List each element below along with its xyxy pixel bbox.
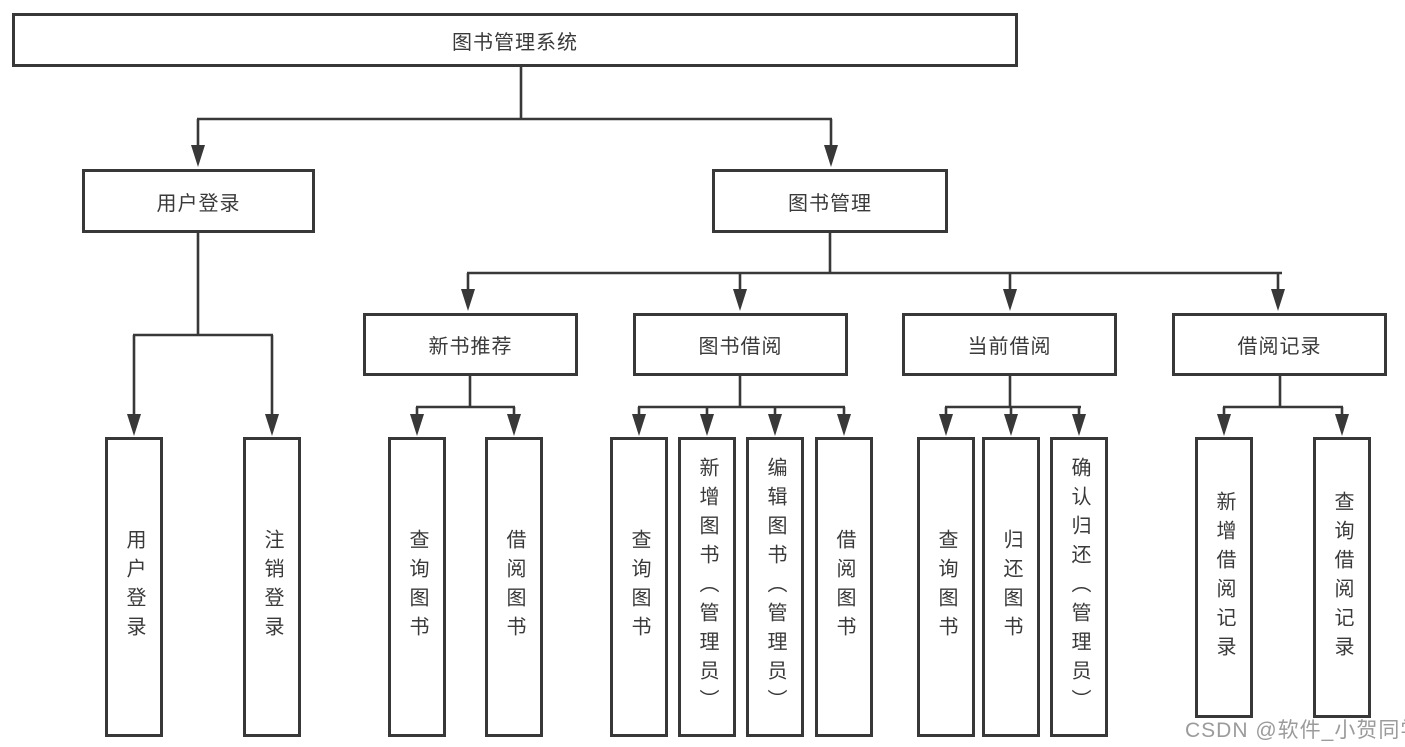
leaf-query-borrow-record-label: 查询借阅记录 — [1331, 490, 1353, 665]
leaf-borrow-books-recommend-label: 借阅图书 — [503, 529, 525, 645]
node-current-borrow: 当前借阅 — [902, 313, 1117, 376]
leaf-query-books-current-label: 查询图书 — [935, 529, 957, 645]
csdn-watermark: CSDN @软件_小贺同学 — [1185, 719, 1405, 742]
node-book-management-label: 图书管理 — [788, 192, 872, 215]
node-book-borrow-label: 图书借阅 — [698, 336, 783, 358]
leaf-borrow-books-recommend: 借阅图书 — [485, 437, 543, 737]
leaf-return-books-label: 归还图书 — [1000, 529, 1022, 645]
leaf-add-borrow-record: 新增借阅记录 — [1195, 437, 1253, 718]
node-borrow-records: 借阅记录 — [1172, 313, 1387, 376]
leaf-edit-books-admin-label: 编辑图书（管理员） — [764, 456, 786, 718]
leaf-query-borrow-record: 查询借阅记录 — [1313, 437, 1371, 718]
leaf-confirm-return-admin-label: 确认归还（管理员） — [1068, 456, 1090, 718]
leaf-add-borrow-record-label: 新增借阅记录 — [1213, 490, 1235, 665]
node-current-borrow-label: 当前借阅 — [967, 336, 1052, 358]
node-user-login: 用户登录 — [82, 169, 315, 233]
node-library-system: 图书管理系统 — [12, 13, 1018, 67]
leaf-logout: 注销登录 — [243, 437, 301, 737]
leaf-user-login: 用户登录 — [105, 437, 163, 737]
node-book-management: 图书管理 — [712, 169, 948, 233]
leaf-borrow-books: 借阅图书 — [815, 437, 873, 737]
node-library-system-label: 图书管理系统 — [452, 31, 578, 54]
node-book-borrow: 图书借阅 — [633, 313, 848, 376]
node-new-book-recommend-label: 新书推荐 — [428, 336, 513, 358]
node-borrow-records-label: 借阅记录 — [1237, 336, 1322, 358]
leaf-query-books-borrow: 查询图书 — [610, 437, 668, 737]
leaf-edit-books-admin: 编辑图书（管理员） — [746, 437, 804, 737]
leaf-return-books: 归还图书 — [982, 437, 1040, 737]
leaf-confirm-return-admin: 确认归还（管理员） — [1050, 437, 1108, 737]
leaf-query-books-recommend-label: 查询图书 — [406, 529, 428, 645]
leaf-logout-label: 注销登录 — [261, 529, 283, 645]
node-new-book-recommend: 新书推荐 — [363, 313, 578, 376]
leaf-add-books-admin-label: 新增图书（管理员） — [696, 456, 718, 718]
node-user-login-label: 用户登录 — [156, 192, 241, 215]
leaf-borrow-books-label: 借阅图书 — [833, 529, 855, 645]
leaf-query-books-current: 查询图书 — [917, 437, 975, 737]
leaf-query-books-recommend: 查询图书 — [388, 437, 446, 737]
leaf-query-books-borrow-label: 查询图书 — [628, 529, 650, 645]
leaf-user-login-label: 用户登录 — [123, 529, 145, 645]
leaf-add-books-admin: 新增图书（管理员） — [678, 437, 736, 737]
